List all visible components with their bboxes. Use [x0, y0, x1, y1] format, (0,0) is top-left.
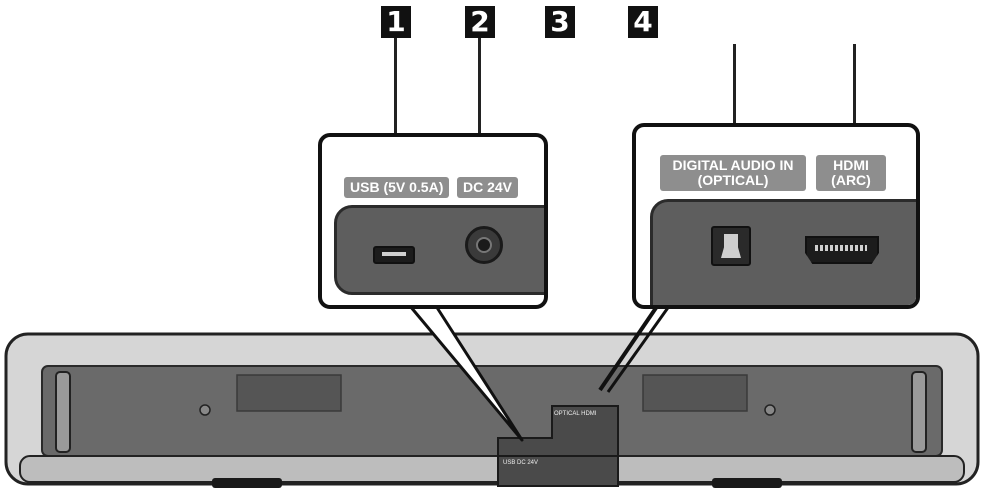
dc-jack-inner — [476, 237, 492, 253]
center-port-foot — [497, 455, 619, 487]
hdmi-port — [805, 236, 879, 264]
screw-right — [764, 404, 776, 416]
pointer-right-2 — [606, 301, 674, 393]
usb-port — [373, 246, 415, 264]
label-plate-right — [642, 374, 748, 412]
optical-label-line2: (OPTICAL) — [697, 172, 769, 188]
optical-port-inner — [721, 234, 741, 258]
pointer-right — [598, 300, 662, 392]
soundbar-foot-right — [712, 478, 782, 488]
vent-left — [55, 371, 71, 453]
hdmi-label-line2: (ARC) — [831, 172, 871, 188]
housing-label-upper: OPTICAL HDMI — [554, 411, 597, 417]
leader-line-3 — [733, 44, 736, 156]
callout-right: DIGITAL AUDIO IN (OPTICAL) HDMI (ARC) — [632, 123, 920, 309]
usb-port-inner — [382, 252, 406, 256]
marker-2: 2 — [465, 6, 495, 38]
hdmi-label-line1: HDMI — [833, 157, 869, 173]
hdmi-port-pins — [815, 245, 867, 251]
soundbar-foot-left — [212, 478, 282, 488]
callout-left: USB (5V 0.5A) DC 24V — [318, 133, 548, 309]
dc-port-label: DC 24V — [457, 177, 519, 198]
left-port-panel — [334, 205, 544, 295]
soundbar-back-panel — [41, 365, 943, 457]
housing-label-lower: USB DC 24V — [503, 460, 539, 466]
label-plate-left — [236, 374, 342, 412]
usb-port-label: USB (5V 0.5A) — [344, 177, 450, 198]
screw-left — [199, 404, 211, 416]
optical-port-label: DIGITAL AUDIO IN (OPTICAL) — [660, 155, 806, 191]
right-port-panel — [650, 199, 916, 305]
marker-3: 3 — [545, 6, 575, 38]
hdmi-port-label: HDMI (ARC) — [816, 155, 886, 191]
optical-port — [711, 226, 751, 266]
marker-1: 1 — [381, 6, 411, 38]
leader-line-1 — [394, 38, 397, 166]
marker-4: 4 — [628, 6, 658, 38]
leader-line-2 — [478, 38, 481, 166]
vent-right — [911, 371, 927, 453]
leader-line-4 — [853, 44, 856, 156]
optical-label-line1: DIGITAL AUDIO IN — [672, 157, 794, 173]
dc-jack — [465, 226, 503, 264]
soundbar-base — [19, 455, 965, 483]
